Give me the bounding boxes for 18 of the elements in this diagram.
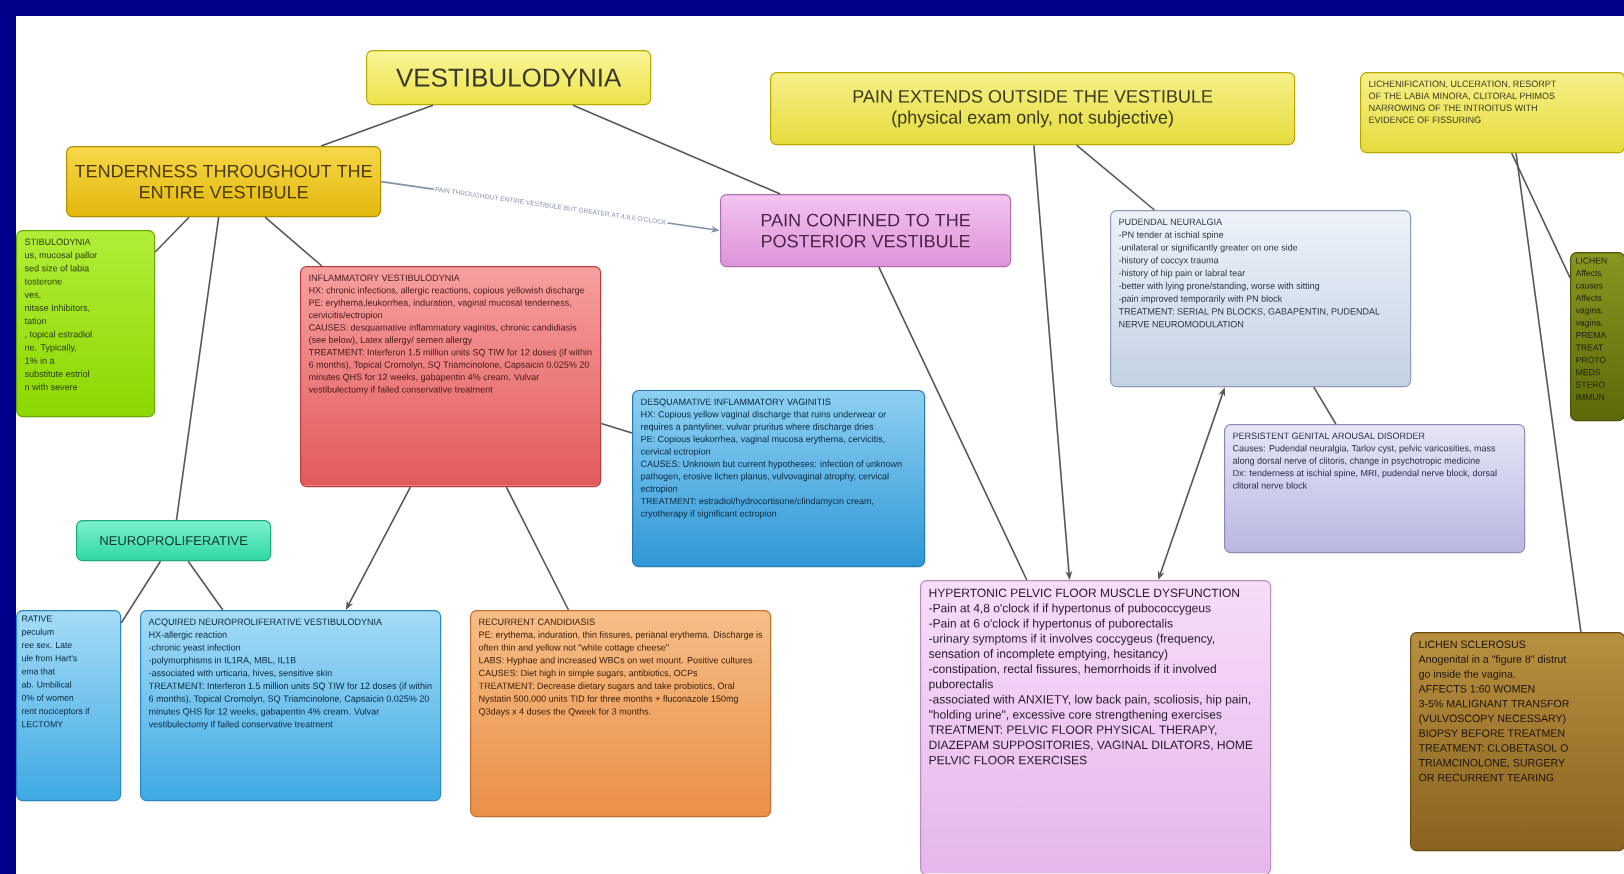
connector <box>878 266 1028 581</box>
connector <box>1075 144 1156 211</box>
topic-box: PAIN EXTENDS OUTSIDE THE VESTIBULE (physical exam only, not subjective) <box>770 72 1296 146</box>
connector <box>154 216 190 253</box>
connector <box>505 486 570 611</box>
connector <box>1510 152 1571 279</box>
connector <box>187 560 224 611</box>
connector <box>600 422 633 434</box>
topic-box: PAIN CONFINED TO THE POSTERIOR VESTIBULE <box>720 194 1012 268</box>
connector <box>1515 152 1582 633</box>
connector <box>175 216 220 521</box>
title-box: VESTIBULODYNIA <box>366 50 652 106</box>
connector <box>1313 386 1337 425</box>
topic-box: TENDERNESS THROUGHOUT THE ENTIRE VESTIBULE <box>66 146 382 218</box>
connector <box>264 216 323 267</box>
connector <box>320 104 434 147</box>
connector <box>120 560 162 624</box>
connector <box>572 104 782 195</box>
